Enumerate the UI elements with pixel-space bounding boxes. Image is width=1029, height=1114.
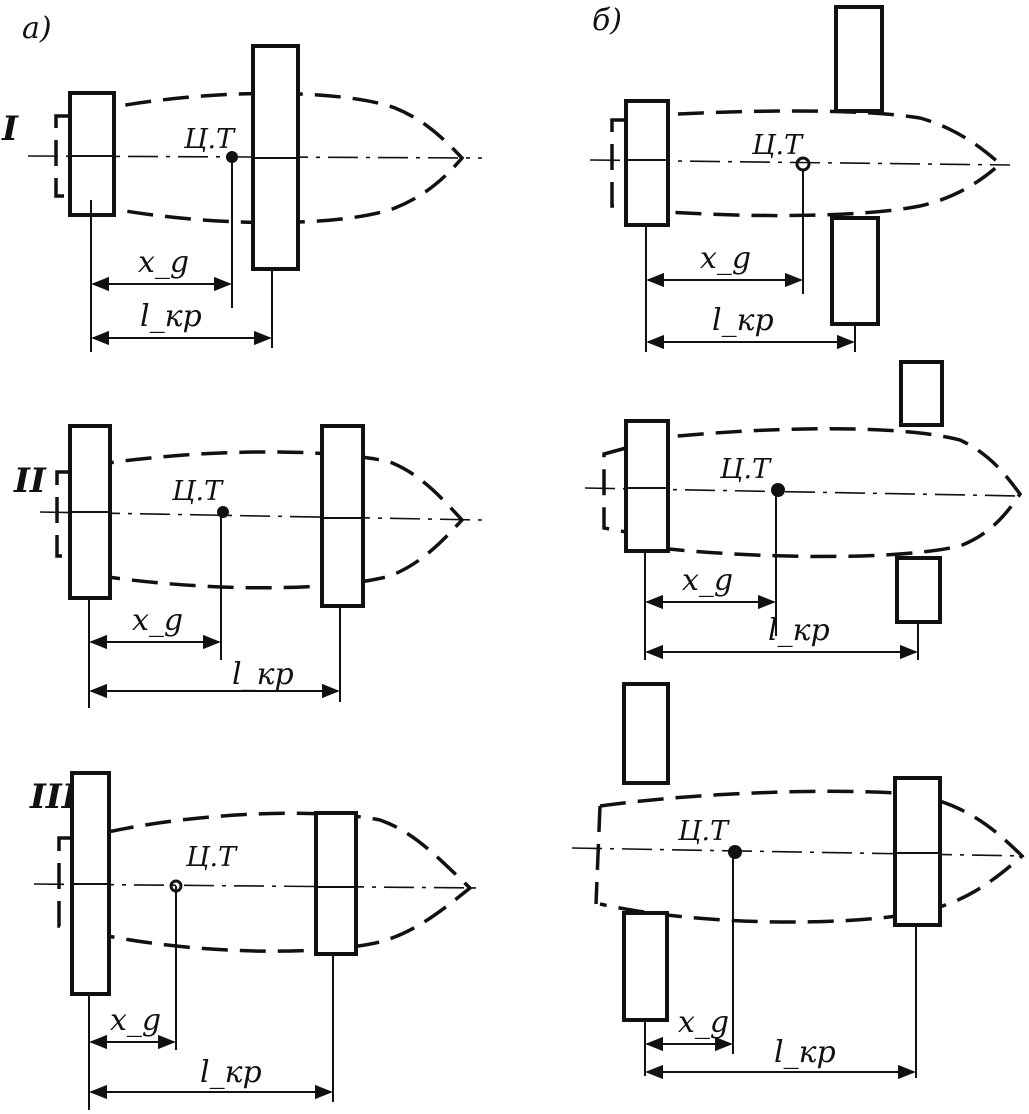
xg-label: x_g [138, 245, 189, 280]
tail-outline [594, 805, 602, 905]
fuselage-outline [639, 109, 1003, 218]
centerline [39, 511, 483, 521]
tail-upper [622, 682, 670, 785]
lkr-label: l_кр [200, 1055, 262, 1090]
tail-surface [624, 99, 670, 227]
wing [893, 776, 942, 927]
lkr-label: l_кр [712, 303, 774, 338]
tail-outline [610, 118, 626, 208]
cg-label: Ц.Т [751, 130, 804, 161]
lkr-label: l_кр [140, 299, 202, 334]
fuselage-outline [107, 811, 473, 953]
scheme-b3: Ц.Т x_g l_кр [571, 682, 1025, 1080]
xg-label: x_g [682, 563, 733, 598]
lkr-label: l_кр [768, 613, 830, 648]
cg-point [771, 483, 785, 497]
wing-upper [899, 360, 944, 427]
lkr-label: l_кр [232, 657, 294, 692]
scheme-a2: Ц.Т x_g l_кр [39, 424, 483, 708]
row-label-2: II [13, 461, 47, 501]
tail-outline [602, 446, 627, 534]
wing-upper [834, 5, 884, 113]
xg-label: x_g [132, 603, 183, 638]
wing [320, 424, 365, 608]
tail-lower [622, 911, 669, 1022]
row-label-1: I [1, 109, 19, 149]
tail-outline [55, 470, 70, 558]
fuselage-outline [639, 427, 1023, 559]
scheme-b1: Ц.Т x_g l_кр [589, 5, 1011, 352]
wing-lower [895, 556, 942, 624]
xg-label: x_g [700, 241, 751, 276]
xg-label: x_g [678, 1005, 729, 1040]
wing [314, 811, 358, 956]
wing-lower [830, 216, 880, 326]
lkr-label: l_кр [774, 1035, 836, 1070]
scheme-a1: Ц.Т x_g l_кр [27, 44, 483, 352]
tail-surface [68, 91, 116, 217]
fuselage-outline [87, 450, 465, 590]
fuselage-outline [599, 789, 1025, 924]
panel-label-a: а) [22, 11, 52, 46]
cg-label: Ц.Т [171, 476, 224, 507]
cg-label: Ц.Т [183, 124, 236, 155]
fuselage-outline [87, 91, 465, 225]
xg-label: x_g [110, 1003, 161, 1038]
centerline [571, 847, 1025, 857]
cg-point [728, 845, 742, 859]
scheme-a3: Ц.Т x_g l_кр [33, 771, 481, 1110]
cg-label: Ц.Т [185, 842, 238, 873]
cg-label: Ц.Т [677, 816, 730, 847]
panel-label-b: б) [592, 3, 622, 38]
cg-label: Ц.Т [719, 454, 772, 485]
tail-surface [624, 419, 670, 553]
tail-outline [54, 114, 70, 198]
cg-point [217, 506, 229, 518]
scheme-b2: Ц.Т x_g l_кр [584, 360, 1023, 660]
tail-outline [57, 836, 72, 928]
